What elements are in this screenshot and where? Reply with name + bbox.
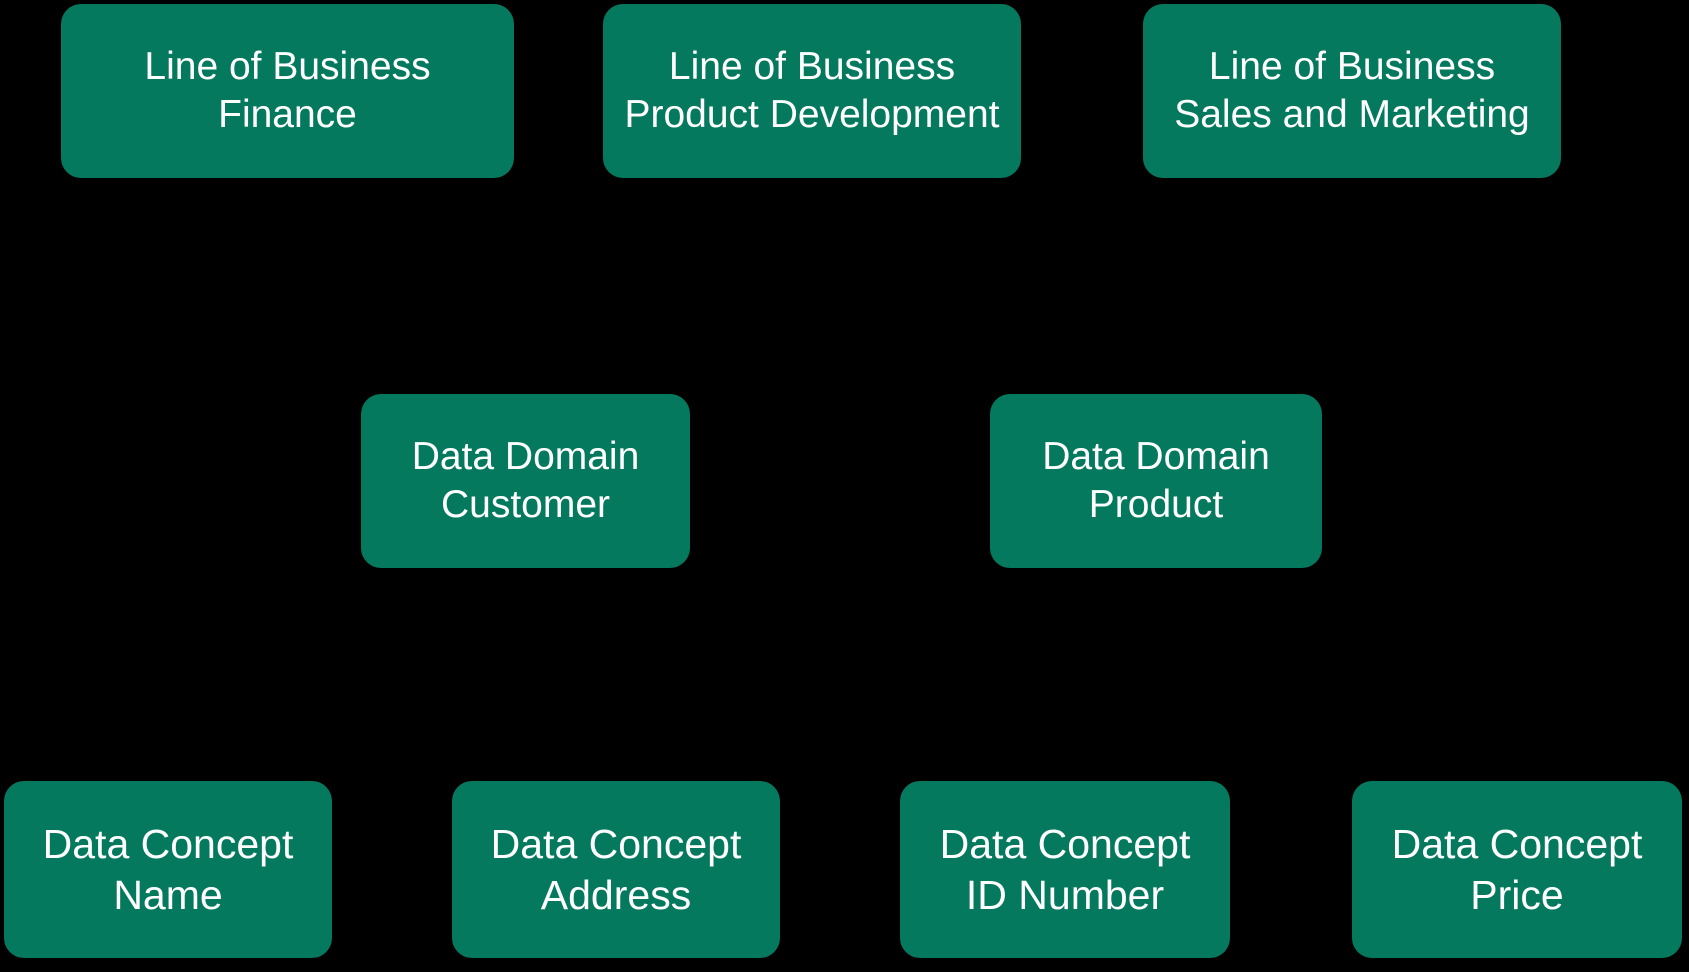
node-data-concept-price[interactable]: Data Concept Price — [1352, 781, 1682, 958]
node-name-label: Sales and Marketing — [1174, 93, 1530, 136]
node-type-label: Data Domain — [1042, 435, 1270, 479]
node-type-label: Data Concept — [1391, 821, 1643, 868]
node-type-label: Line of Business — [1208, 45, 1496, 89]
node-name-label: ID Number — [965, 871, 1165, 918]
node-data-concept-name[interactable]: Data Concept Name — [4, 781, 332, 958]
node-name-label: Product — [1088, 483, 1224, 526]
node-type-label: Line of Business — [668, 45, 956, 89]
node-line-of-business-sales-and-marketing[interactable]: Line of Business Sales and Marketing — [1143, 4, 1561, 178]
node-type-label: Data Concept — [490, 821, 742, 868]
node-data-concept-address[interactable]: Data Concept Address — [452, 781, 780, 958]
node-type-label: Data Concept — [42, 821, 294, 868]
node-data-domain-product[interactable]: Data Domain Product — [990, 394, 1322, 568]
node-name-label: Finance — [218, 93, 357, 136]
node-name-label: Address — [540, 871, 692, 918]
node-type-label: Data Concept — [939, 821, 1191, 868]
node-type-label: Line of Business — [144, 45, 431, 89]
node-name-label: Customer — [440, 483, 611, 526]
node-name-label: Product Development — [624, 93, 1000, 136]
node-data-domain-customer[interactable]: Data Domain Customer — [361, 394, 690, 568]
node-name-label: Name — [113, 871, 223, 918]
node-line-of-business-product-development[interactable]: Line of Business Product Development — [603, 4, 1021, 178]
node-line-of-business-finance[interactable]: Line of Business Finance — [61, 4, 514, 178]
node-name-label: Price — [1470, 871, 1564, 918]
node-data-concept-id-number[interactable]: Data Concept ID Number — [900, 781, 1230, 958]
node-type-label: Data Domain — [411, 435, 640, 479]
